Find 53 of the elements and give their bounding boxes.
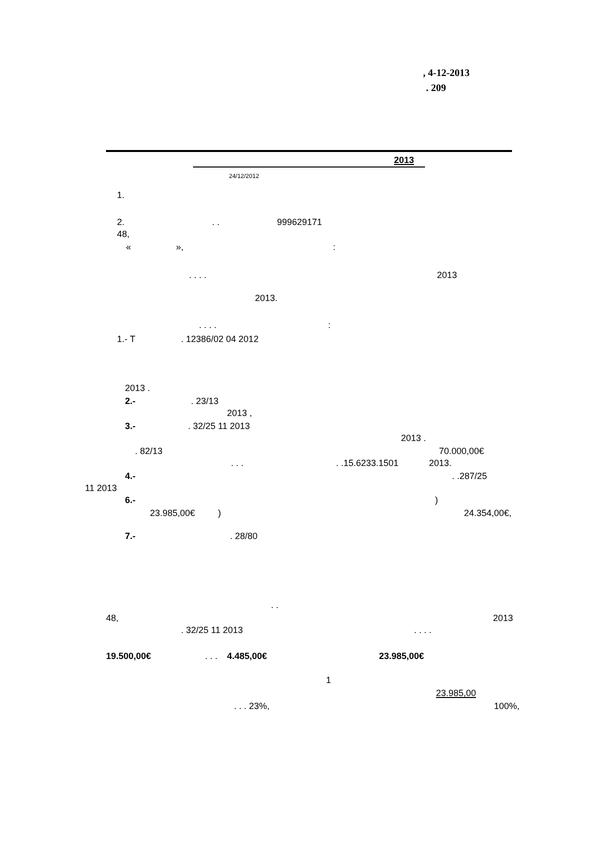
document-text: . . <box>212 217 220 228</box>
document-text: . . . 23%, <box>234 701 270 712</box>
document-text: 24.354,00€, <box>464 508 512 519</box>
document-text: 4.485,00€ <box>227 651 268 662</box>
document-text: . . <box>271 600 279 611</box>
document-text: . 82/13 <box>135 446 163 457</box>
document-text: », <box>176 242 184 253</box>
document-text: 23.985,00€ <box>150 508 196 519</box>
document-text: 2. <box>117 217 125 228</box>
document-text: 2013 . <box>401 433 426 444</box>
document-text: . 32/25 11 2013 <box>181 625 243 636</box>
document-text: 2013 . <box>125 383 150 394</box>
document-text: 23.985,00€ <box>379 651 424 662</box>
document-text: 11 2013 <box>85 483 117 494</box>
document-text: « <box>126 242 132 253</box>
document-text: 2013. <box>255 293 278 304</box>
document-text: . . . . <box>414 625 432 636</box>
document-text: 1 <box>326 675 332 686</box>
document-text: 100%, <box>494 701 520 712</box>
document-text: 2013 <box>437 270 458 281</box>
document-text: . . . <box>231 458 244 469</box>
document-text: 2013. <box>429 458 452 469</box>
document-text: . 209 <box>426 83 446 94</box>
document-text: : <box>333 242 336 253</box>
document-text: . .15.6233.1501 <box>336 458 399 469</box>
document-text: 19.500,00€ <box>106 651 152 662</box>
document-text: . 12386/02 04 2012 <box>181 334 259 345</box>
document-text: , 4-12-2013 <box>423 68 470 79</box>
document-text: 48, <box>106 613 119 624</box>
document-text: 1. <box>117 190 125 201</box>
document-text: . .287/25 <box>452 471 488 482</box>
document-text: . . . . <box>199 320 217 331</box>
document-text: 7.- <box>125 531 136 542</box>
document-text: ) <box>218 508 221 519</box>
document-text: . . . . <box>189 270 207 281</box>
document-text: . 32/25 11 2013 <box>188 421 250 432</box>
document-text: 48, <box>117 229 130 240</box>
document-text: 23.985,00 <box>436 688 476 699</box>
document-text: 6.- <box>125 495 136 506</box>
document-text: . . . <box>205 651 218 662</box>
document-text: 2013 <box>394 155 414 166</box>
document-text: 2.- <box>125 396 136 407</box>
document-text: : <box>328 320 331 331</box>
document-text: 70.000,00€ <box>439 446 484 457</box>
document-text: 2013 , <box>227 408 252 419</box>
document-text: 999629171 <box>277 217 322 228</box>
document-text: ) <box>435 495 438 506</box>
document-text: . 23/13 <box>191 396 219 407</box>
document-text: 1.- T <box>117 334 136 345</box>
document-text: 4.- <box>125 471 136 482</box>
document-text: . 28/80 <box>230 531 258 542</box>
document-text: 3.- <box>125 421 136 432</box>
document-text: 2013 <box>493 613 514 624</box>
